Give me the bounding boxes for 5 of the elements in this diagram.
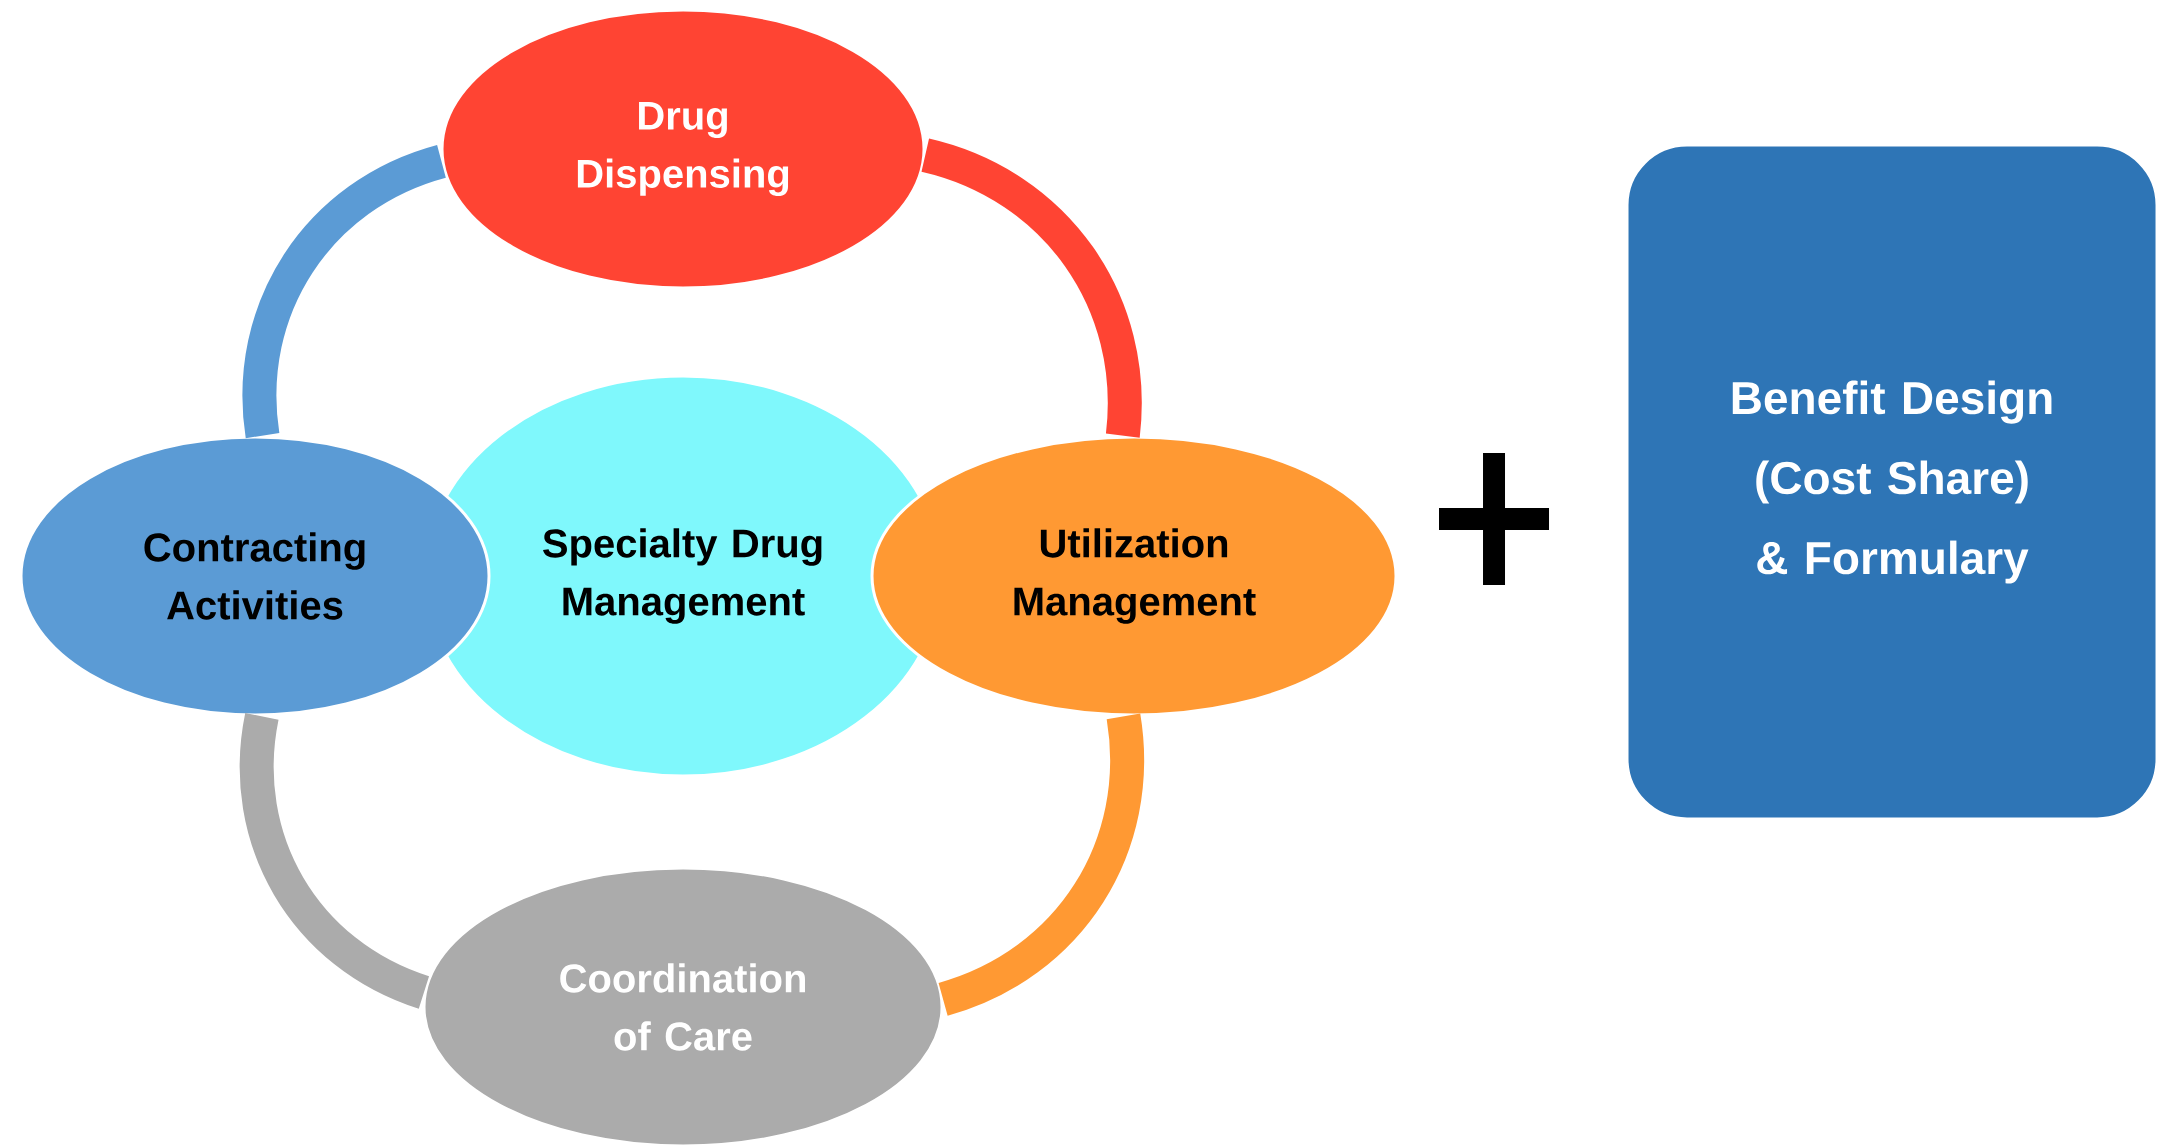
ring-arc [920, 138, 1142, 437]
ring-arc [242, 145, 447, 438]
summary-box: Benefit Design (Cost Share) & Formulary [1625, 143, 2159, 821]
ring-arc [239, 714, 430, 1009]
ring-arc [937, 714, 1144, 1016]
